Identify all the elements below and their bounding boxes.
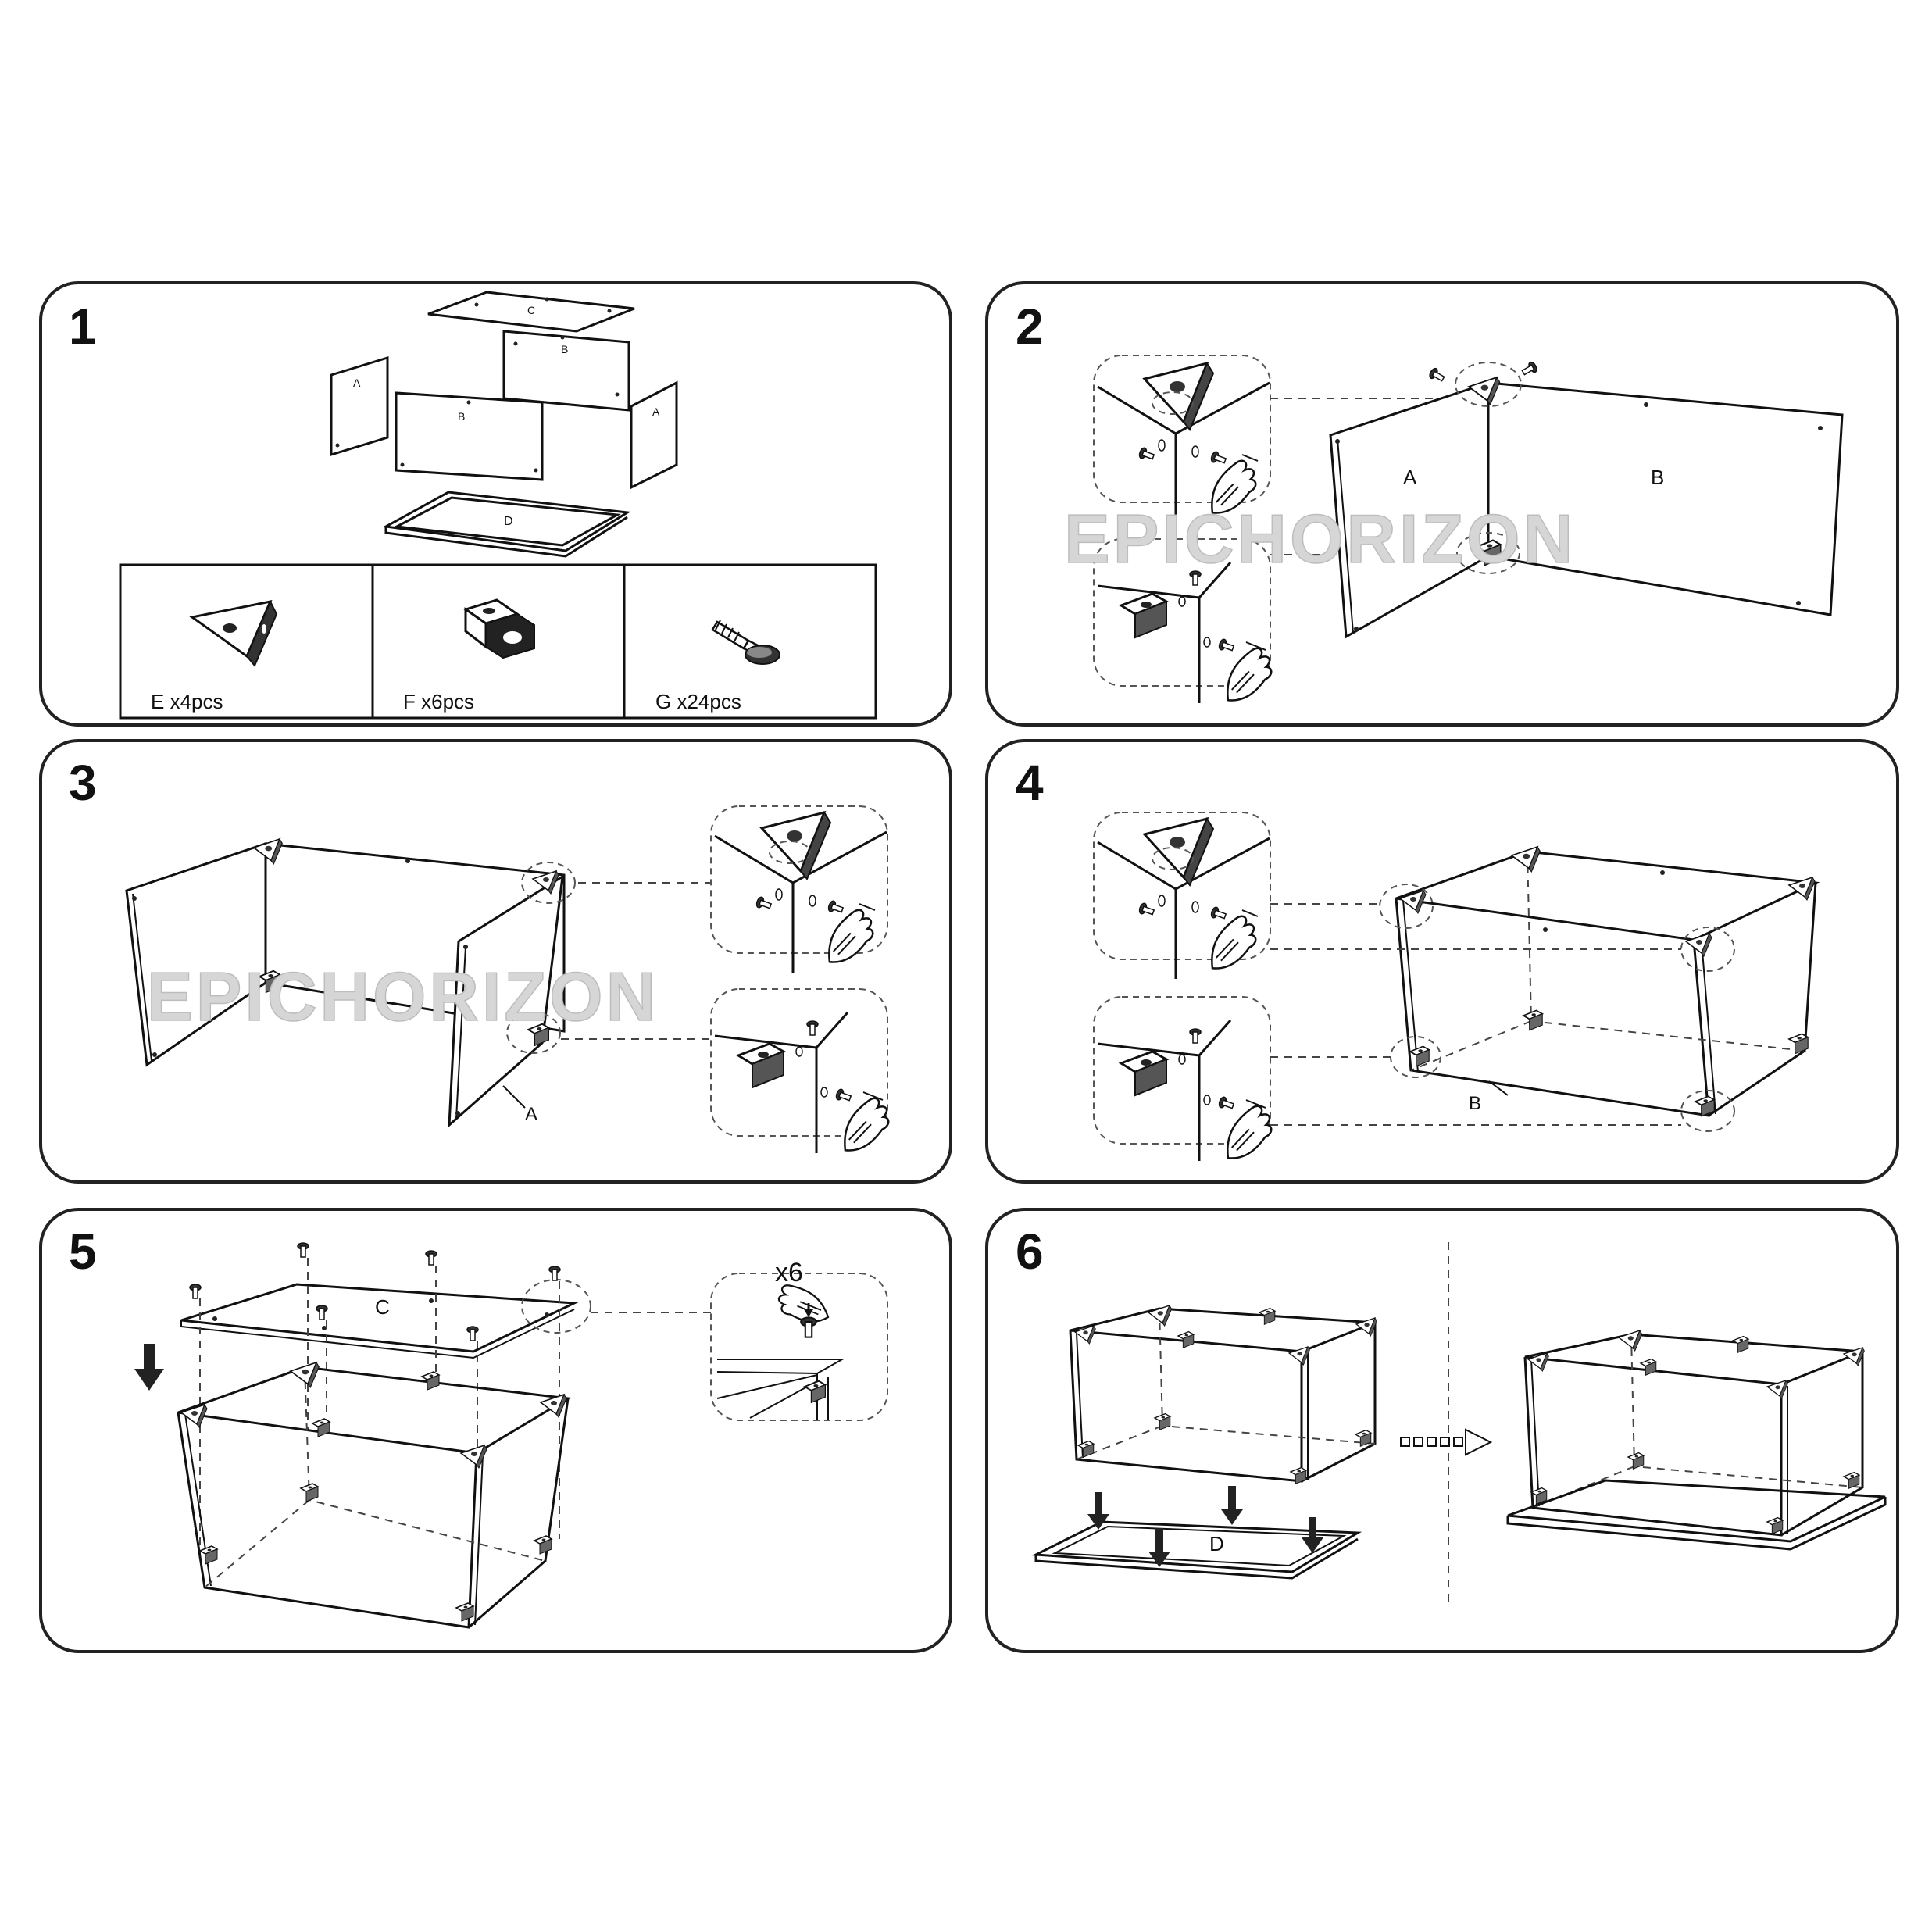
corner-bracket-icon [189, 599, 278, 667]
cam-screw-icon [711, 620, 780, 665]
l-bracket-icon [462, 598, 535, 659]
hardware-e-label: E x4pcs [151, 690, 223, 713]
step5-panel-c-label: C [375, 1295, 390, 1319]
step6-panel-d-label: D [1209, 1532, 1224, 1555]
part-c-label: C [527, 304, 535, 316]
hardware-f-label: F x6pcs [403, 690, 474, 713]
step4-panel-b-label: B [1469, 1093, 1481, 1114]
step-2-number: 2 [1016, 298, 1044, 355]
part-b-back-label: B [561, 343, 568, 355]
step-3-number: 3 [69, 755, 97, 811]
exploded-parts: C B A B A D [330, 291, 678, 558]
step2-panel-a-label: A [1403, 466, 1417, 489]
step-4-panel: 4 B [985, 739, 1899, 1184]
step-1-panel: 1 C B A B A D [39, 281, 952, 727]
step-5-number: 5 [69, 1223, 97, 1280]
detail-top-screw: x6 [710, 1258, 888, 1421]
step-5-panel: 5 C [39, 1208, 952, 1653]
callout-count: x6 [775, 1258, 803, 1287]
transition-arrow [1400, 1428, 1493, 1456]
step-6-number: 6 [1016, 1223, 1044, 1280]
part-d-label: D [504, 515, 513, 528]
part-b-front-label: B [458, 410, 465, 423]
hardware-g-label: G x24pcs [655, 690, 741, 713]
step-1-number: 1 [69, 298, 97, 355]
step3-panel-a-label: A [525, 1104, 537, 1125]
step-3-panel: 3 A EPICHORIZON [39, 739, 952, 1184]
detail-corner-bracket [710, 805, 888, 973]
detail-corner-bracket [1093, 355, 1271, 523]
watermark: EPICHORIZON [1064, 500, 1576, 577]
part-a-left-label: A [353, 377, 361, 389]
part-a-right-label: A [652, 405, 660, 418]
detail-l-bracket [710, 988, 897, 1155]
detail-l-bracket [1093, 538, 1280, 705]
hardware-table: E x4pcs F x6pcs G x24pcs [119, 563, 877, 720]
step-6-panel: 6 D [985, 1208, 1899, 1653]
step-2-panel: 2 A B EPICHORIZON [985, 281, 1899, 727]
detail-l-bracket [1093, 996, 1280, 1162]
step2-panel-b-label: B [1651, 466, 1664, 489]
detail-corner-bracket [1093, 812, 1271, 979]
step-4-number: 4 [1016, 755, 1044, 811]
watermark: EPICHORIZON [147, 958, 659, 1035]
